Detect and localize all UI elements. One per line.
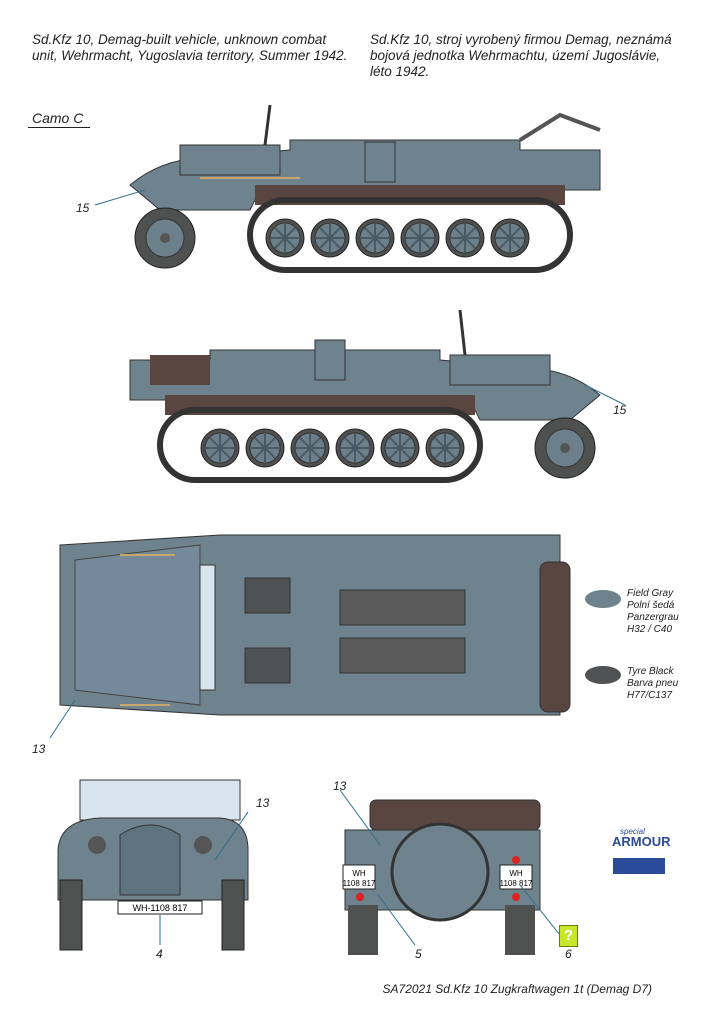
rear-plate-right-2: 1108 817 — [500, 879, 533, 888]
color-swatch-field-gray — [585, 590, 621, 608]
rear-plate-left-2: 1108 817 — [343, 879, 376, 888]
callout-line — [94, 189, 146, 206]
footer: SA72021 Sd.Kfz 10 Zugkraftwagen 1t (Dema… — [382, 982, 652, 996]
callout-line — [339, 789, 381, 846]
caption-english: Sd.Kfz 10, Demag-built vehicle, unknown … — [32, 32, 348, 63]
color-swatch-tyre-black — [585, 666, 621, 684]
front-view — [57, 779, 249, 951]
callout-line — [584, 384, 626, 406]
callout-5: 5 — [415, 947, 422, 961]
callout-line — [49, 699, 76, 739]
callout-13-front: 13 — [256, 796, 270, 810]
legend-tyre-black: Tyre Black Barva pneu H77/C137 — [627, 666, 679, 701]
gunze-sangyo-logo — [613, 858, 665, 874]
callout-13: 13 — [32, 742, 46, 756]
top-view — [59, 534, 571, 716]
scheme-label: Camo C — [32, 110, 84, 126]
callout-line — [519, 884, 561, 936]
logo-special: special — [620, 827, 645, 836]
front-plate: WH-1108 817 — [133, 903, 188, 913]
rear-plate-right-1: WH — [509, 869, 523, 878]
caption-czech: Sd.Kfz 10, stroj vyrobený firmou Demag, … — [370, 32, 672, 79]
rear-view — [342, 799, 541, 955]
special-armour-logo: special ARMOUR — [612, 827, 671, 849]
scheme-underline — [28, 127, 90, 128]
callout-15b: 15 — [613, 403, 627, 417]
legend-field-gray: Field Gray Polní šedá Panzergrau H32 / C… — [627, 588, 679, 635]
callout-13-rear: 13 — [333, 779, 347, 793]
callout-4: 4 — [156, 947, 163, 961]
side-view-left — [129, 104, 601, 273]
logo-armour: ARMOUR — [612, 834, 671, 849]
callout-line — [214, 811, 249, 861]
side-view-right — [129, 309, 601, 483]
unknown-decal-icon: ? — [559, 925, 578, 947]
callout-line — [377, 894, 416, 946]
rear-plate-left-1: WH — [352, 869, 366, 878]
callout-6: 6 — [565, 947, 572, 961]
callout-15: 15 — [76, 201, 90, 215]
